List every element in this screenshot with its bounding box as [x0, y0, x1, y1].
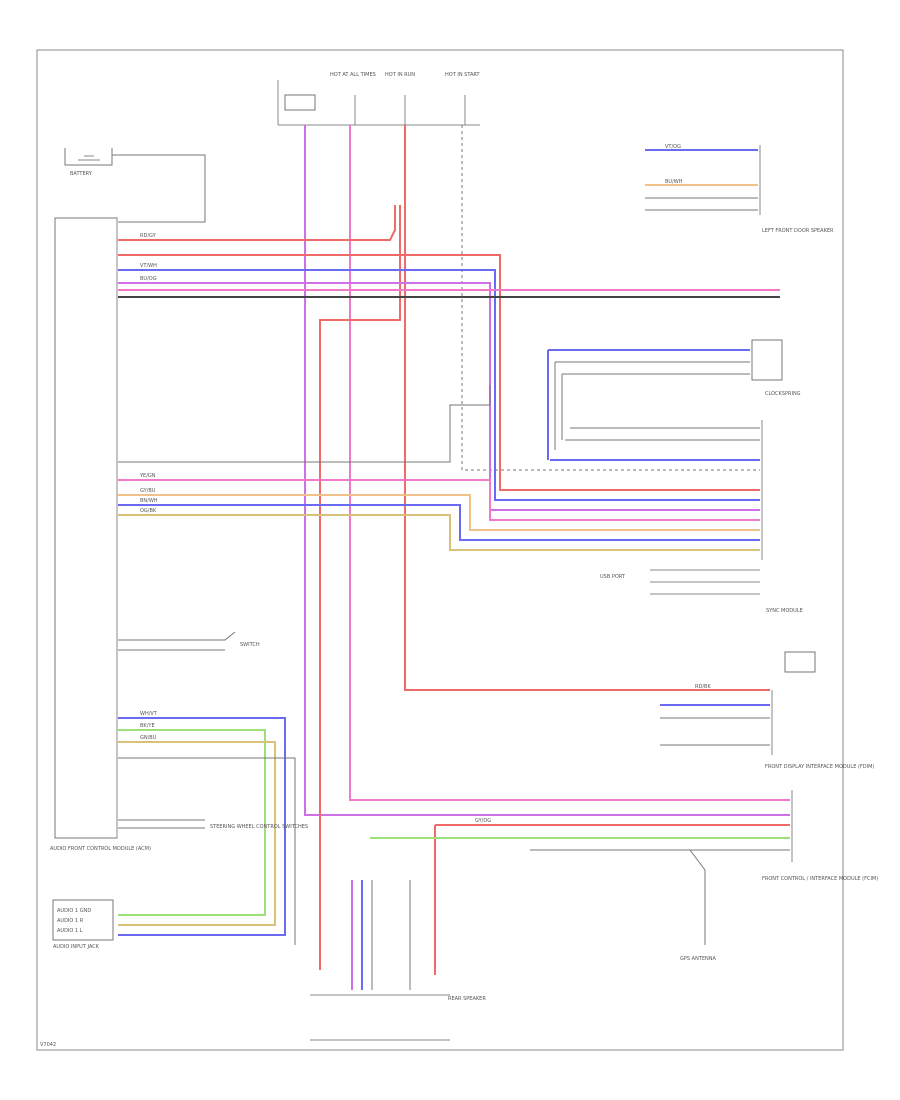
wire-red-feed: [404, 125, 770, 691]
wire-violet-bus: [118, 282, 760, 511]
wire-label-8: BK/YE: [140, 723, 155, 729]
bottom-module: REAR SPEAKER: [310, 880, 486, 1041]
fuse-2-label: HOT IN RUN: [385, 72, 415, 78]
fuse-3-label: HOT IN START: [445, 72, 481, 78]
wire-red-right: [319, 205, 401, 970]
figure-id: V7042: [40, 1042, 56, 1048]
wire-label-9: GN/BU: [140, 735, 157, 741]
sync-module-label: SYNC MODULE: [766, 608, 803, 614]
wire-label-3: YE/GN: [139, 473, 156, 479]
clockspring-label: CLOCKSPRING: [765, 391, 801, 397]
svg-text:AUDIO 1 L: AUDIO 1 L: [57, 928, 83, 934]
audio-module-label: AUDIO FRONT CONTROL MODULE (ACM): [50, 846, 151, 852]
front-control-connector: FRONT CONTROL / INTERFACE MODULE (FCIM): [370, 790, 878, 975]
wire-label-5: BN/WH: [140, 498, 158, 504]
wire-red-fcim: [434, 824, 790, 975]
wire-gray-feed: [461, 125, 760, 471]
wire-blue-bus: [118, 269, 760, 501]
fuse-1-label: HOT AT ALL TIMES: [330, 72, 376, 78]
wire-red-to-module: [118, 205, 396, 241]
wire-label-4: GY/BU: [140, 488, 156, 494]
steering-switch-label: STEERING WHEEL CONTROL SWITCHES: [210, 824, 308, 830]
wire-tan-mid: [118, 514, 760, 551]
bottom-module-label: REAR SPEAKER: [448, 996, 486, 1002]
wire-label-2: BU/OG: [140, 276, 157, 282]
wire-label-12: RD/BK: [695, 684, 711, 690]
svg-text:AUDIO 1 R: AUDIO 1 R: [57, 918, 84, 924]
wire-label-13: GY/OG: [475, 818, 491, 824]
usb-port-label: USB PORT: [600, 574, 626, 580]
wire-green-harness: [118, 729, 266, 916]
sync-module: SYNC MODULE: [550, 420, 803, 614]
display-unit: FRONT DISPLAY INTERFACE MODULE (FDIM): [660, 651, 874, 770]
audio-module: AUDIO FRONT CONTROL MODULE (ACM): [50, 217, 151, 852]
switch-left: SWITCH: [118, 631, 260, 651]
wire-label-0: RD/GY: [140, 233, 157, 239]
wire-tan-harness: [118, 741, 276, 926]
fuse-block: HOT AT ALL TIMES HOT IN RUN HOT IN START: [277, 72, 481, 126]
battery-label: BATTERY: [70, 171, 93, 177]
wire-blue-harness: [118, 717, 286, 936]
audio-input-jack-label: AUDIO INPUT JACK: [53, 944, 100, 950]
clockspring: CLOCKSPRING: [547, 339, 801, 460]
wire-label-1: VT/WH: [140, 263, 157, 269]
wire-violet-feed: [304, 125, 790, 816]
audio-input-jack: AUDIO 1 GND AUDIO 1 R AUDIO 1 L AUDIO IN…: [52, 899, 114, 950]
svg-text:AUDIO 1 GND: AUDIO 1 GND: [57, 908, 91, 914]
speaker-top-right: LEFT FRONT DOOR SPEAKER: [645, 145, 834, 234]
wire-label-6: OG/BK: [140, 508, 157, 514]
front-control-label: FRONT CONTROL / INTERFACE MODULE (FCIM): [762, 876, 878, 882]
wire-pink-feed: [349, 125, 790, 801]
display-unit-label: FRONT DISPLAY INTERFACE MODULE (FDIM): [765, 764, 874, 770]
gps-antenna: GPS ANTENNA: [680, 849, 717, 962]
battery-symbol: BATTERY: [64, 148, 113, 177]
svg-text:SWITCH: SWITCH: [240, 642, 260, 648]
diagram-frame: [36, 49, 844, 1051]
wire-gray-mid: [118, 385, 491, 463]
usb-port: USB PORT: [600, 569, 760, 595]
wire-pink-mid: [118, 479, 760, 521]
wire-blue-mid: [118, 504, 760, 541]
wire-label-10: VT/OG: [665, 144, 681, 150]
speaker-top-right-label: LEFT FRONT DOOR SPEAKER: [762, 228, 834, 234]
gps-antenna-label: GPS ANTENNA: [680, 956, 717, 962]
wire-label-7: WH/VT: [140, 711, 158, 717]
wire-orange-mid: [118, 494, 760, 531]
wire-red-bus: [118, 254, 760, 491]
wire-label-11: BU/WH: [665, 179, 683, 185]
wire-blue-clockspring: [547, 349, 750, 460]
